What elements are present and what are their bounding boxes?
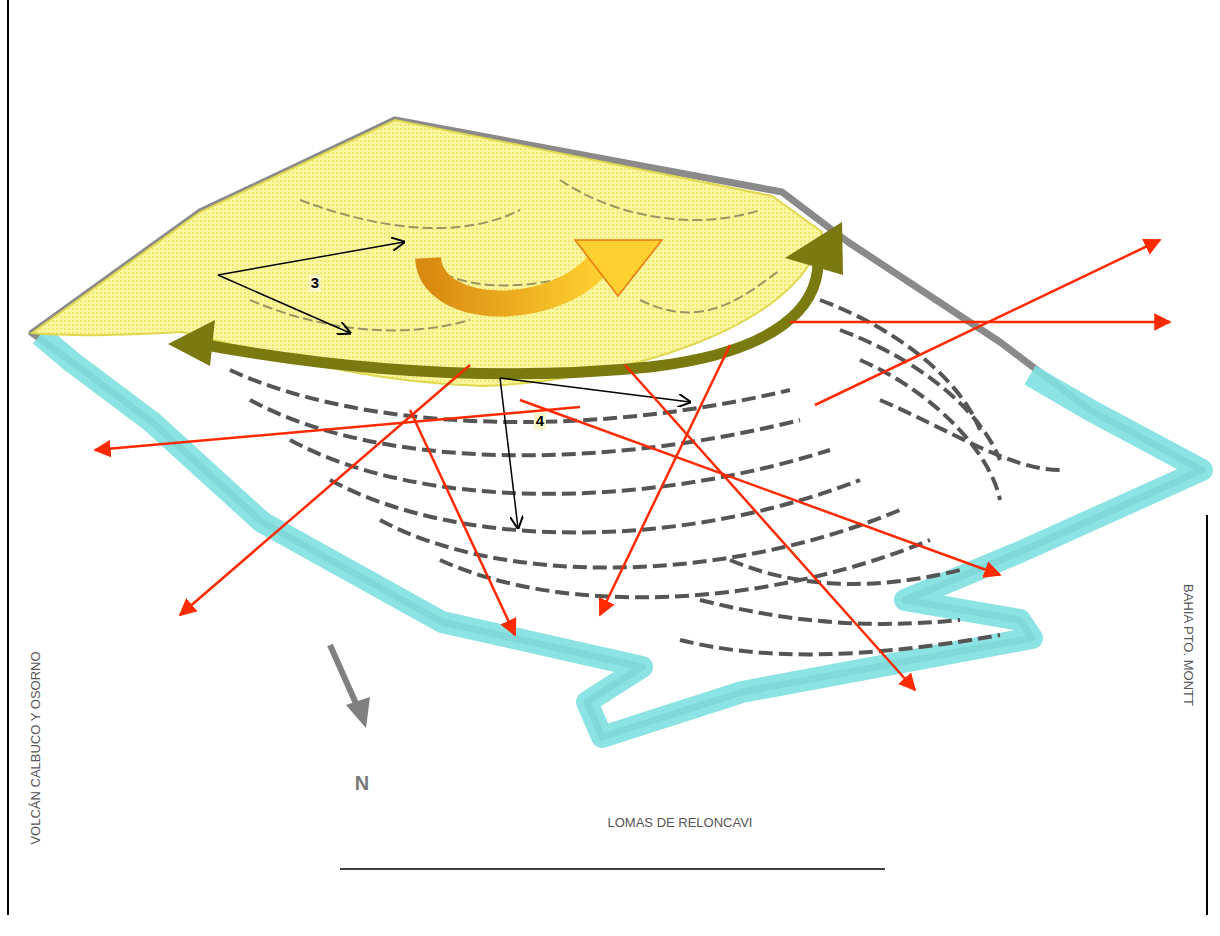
north-arrow [330, 645, 358, 708]
plateau [32, 120, 822, 386]
north-label: N [355, 772, 369, 794]
frame-line [7, 0, 9, 915]
arrowhead [575, 240, 662, 296]
coast-band [40, 335, 1202, 737]
arrowhead [168, 320, 215, 366]
place-label: VOLCÁN CALBUCO Y OSORNO [29, 651, 43, 844]
frame-line [1206, 515, 1208, 915]
callout-arrows [218, 242, 690, 528]
north-arrowhead [346, 697, 370, 728]
terrain-outline [32, 120, 1202, 737]
wind-arrows [95, 240, 1170, 690]
place-label: LOMAS DE RELONCAVI [608, 816, 753, 830]
callout-number: 3 [309, 275, 321, 292]
place-label: BAHIA PTO. MONTT [1181, 584, 1195, 706]
callout-number: 4 [534, 413, 546, 430]
frame-line [340, 868, 885, 870]
arrowhead [785, 222, 843, 275]
rotation-arrow [428, 258, 600, 304]
